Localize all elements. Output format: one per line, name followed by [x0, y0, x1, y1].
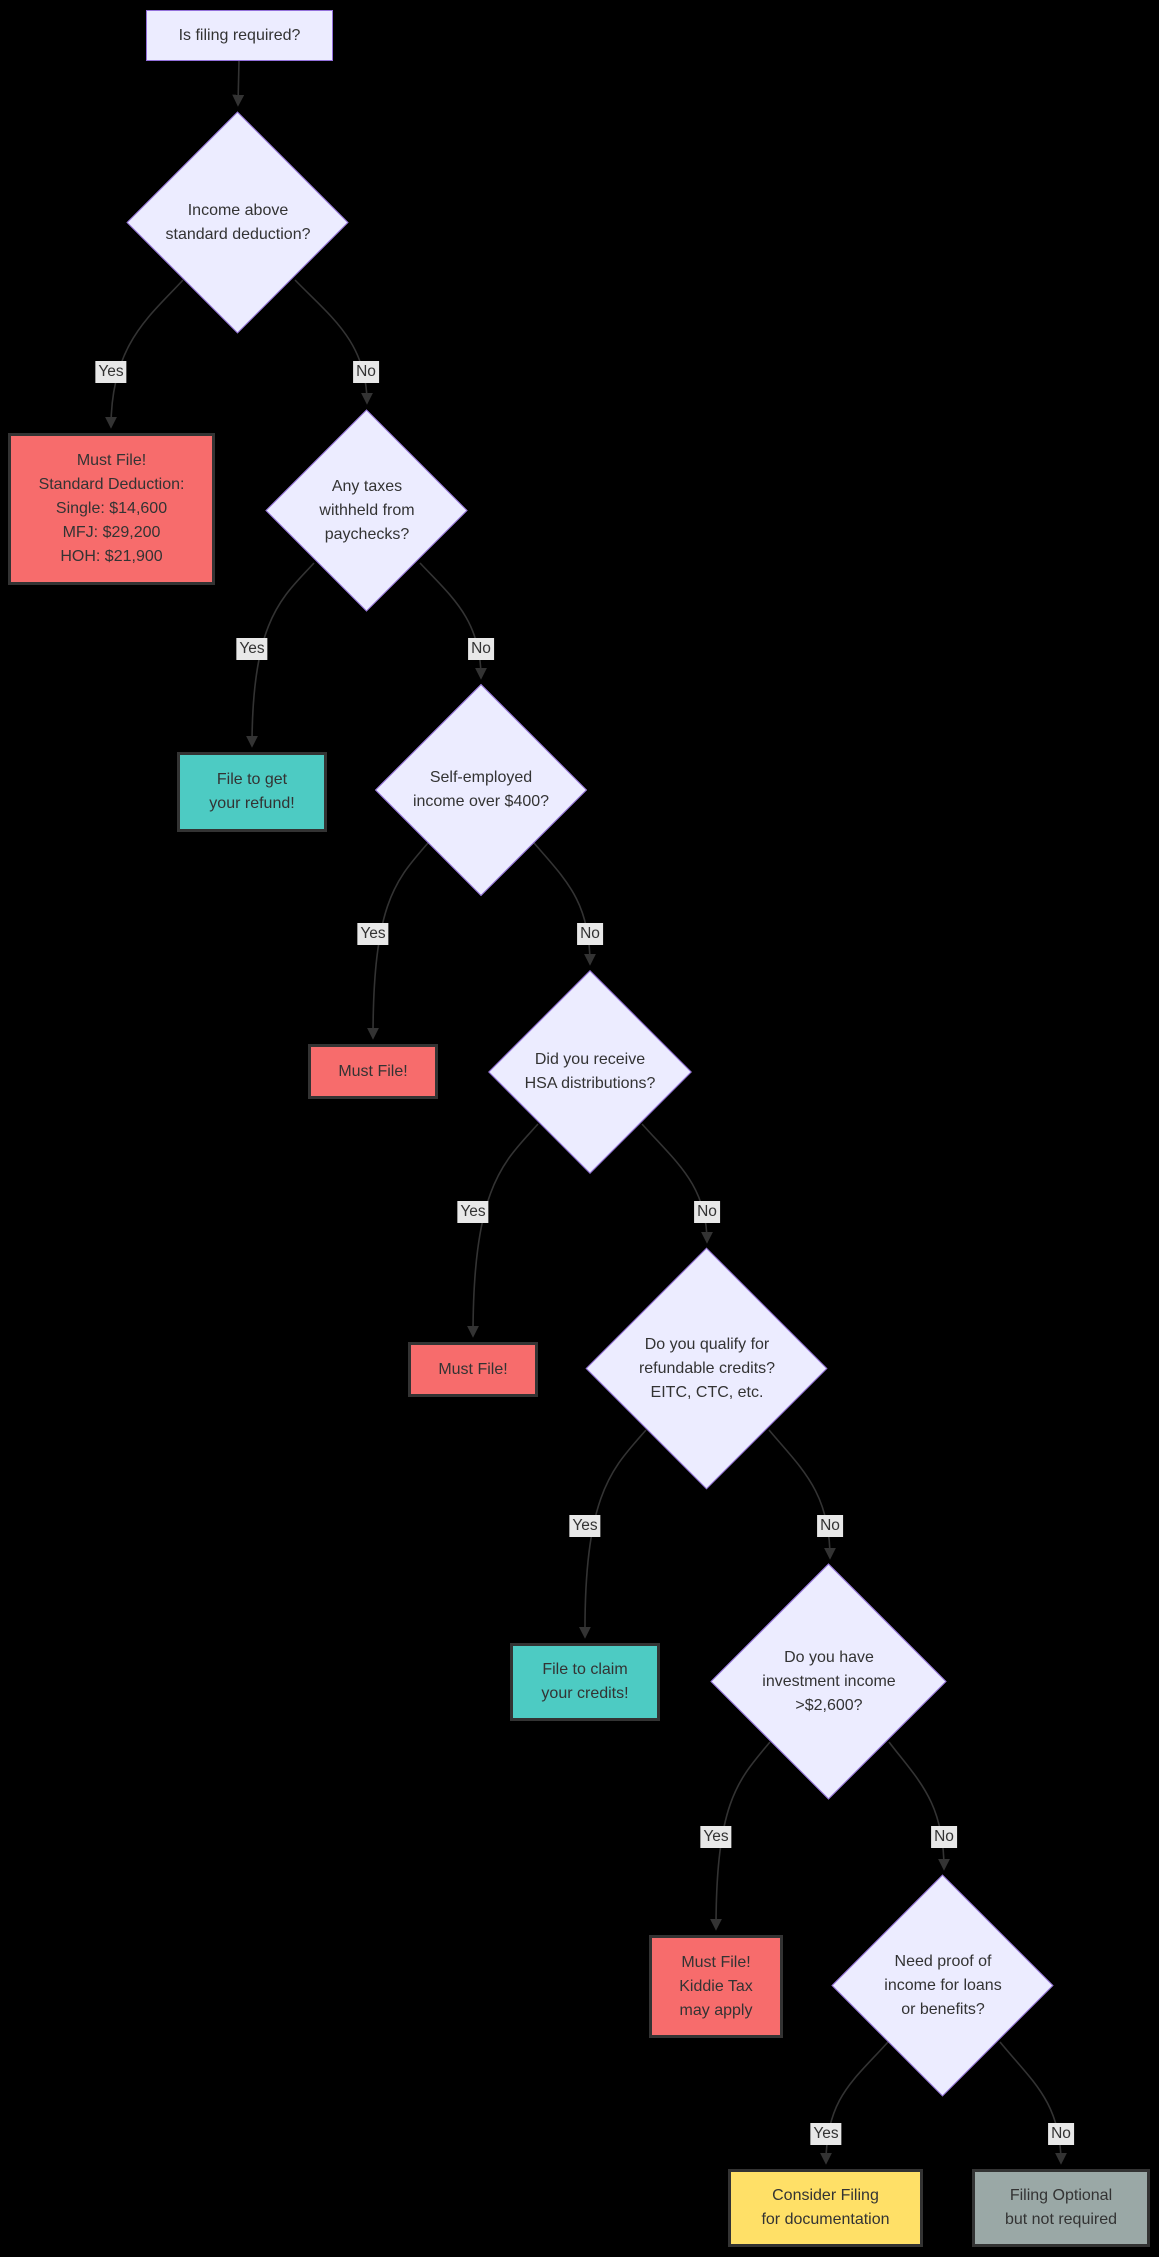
edge-investment-yes — [710, 1741, 771, 1931]
edge-label-yes: Yes — [810, 2123, 842, 2145]
edge-label-yes: Yes — [700, 1826, 732, 1848]
edge-label-no: No — [931, 1826, 957, 1848]
edge-start-to-income — [232, 60, 245, 107]
edge-label-yes: Yes — [357, 923, 389, 945]
edge-hsa-no — [641, 1123, 713, 1244]
result-must-file-self-employed: Must File! — [308, 1044, 438, 1099]
edge-label-yes: Yes — [236, 638, 268, 660]
edge-withheld-yes — [246, 562, 315, 748]
edge-credits-yes — [578, 1429, 647, 1639]
result-must-file-kiddie-tax: Must File! Kiddie Tax may apply — [649, 1935, 783, 2038]
edge-hsa-yes — [467, 1123, 539, 1338]
start-node: Is filing required? — [146, 10, 333, 61]
decision-self-employed-income: Self-employed income over $400? — [412, 769, 550, 810]
result-file-to-claim-credits: File to claim your credits! — [510, 1643, 660, 1721]
edge-label-no: No — [1048, 2123, 1074, 2145]
edge-credits-no — [768, 1429, 836, 1560]
decision-taxes-withheld: Any taxes withheld from paychecks? — [319, 478, 415, 543]
result-file-for-refund: File to get your refund! — [177, 752, 327, 832]
decision-proof-of-income: Need proof of income for loans or benefi… — [884, 1953, 1002, 2018]
decision-income-above-deduction: Income above standard deduction? — [165, 202, 311, 243]
edge-withheld-no — [419, 562, 487, 680]
edge-label-no: No — [577, 923, 603, 945]
decision-hsa-distributions: Did you receive HSA distributions? — [524, 1051, 656, 1092]
edge-label-yes: Yes — [569, 1515, 601, 1537]
result-filing-optional: Filing Optional but not required — [972, 2169, 1150, 2247]
decision-refundable-credits: Do you qualify for refundable credits? E… — [638, 1336, 776, 1401]
edge-label-no: No — [468, 638, 494, 660]
edge-income-no — [294, 279, 373, 405]
edge-income-yes — [105, 279, 184, 429]
result-must-file-standard-deduction: Must File! Standard Deduction: Single: $… — [8, 433, 215, 585]
edge-label-no: No — [694, 1201, 720, 1223]
edge-label-no: No — [817, 1515, 843, 1537]
edge-selfemployed-no — [533, 842, 596, 966]
decision-investment-income: Do you have investment income >$2,600? — [762, 1649, 896, 1714]
edge-label-yes: Yes — [457, 1201, 489, 1223]
edge-label-no: No — [353, 361, 379, 383]
edge-investment-no — [888, 1741, 950, 1871]
edge-selfemployed-yes — [367, 842, 429, 1040]
edge-label-yes: Yes — [95, 361, 127, 383]
result-consider-filing: Consider Filing for documentation — [728, 2169, 923, 2247]
result-must-file-hsa: Must File! — [408, 1342, 538, 1397]
